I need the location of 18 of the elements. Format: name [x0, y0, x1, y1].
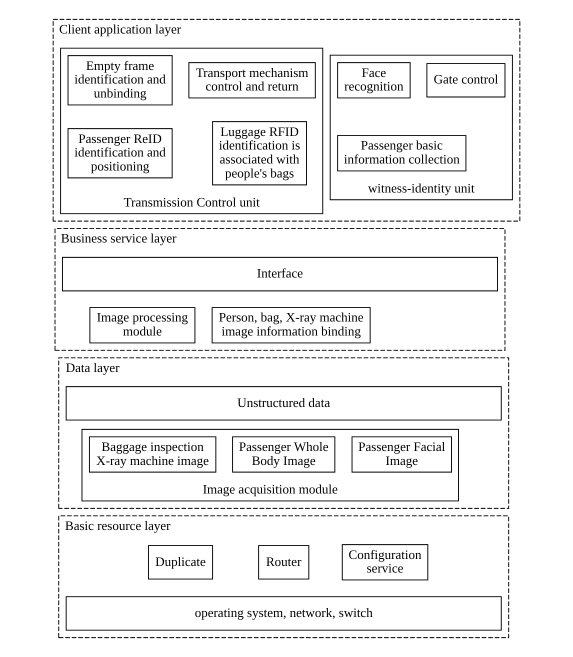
node-box: Transport mechanism control and return	[188, 62, 316, 98]
node-box: Image processing module	[89, 307, 196, 344]
node-box: Passenger Facial Image	[352, 436, 452, 473]
node-box: operating system, network, switch	[66, 596, 502, 631]
node-box: Duplicate	[148, 545, 214, 580]
node-box: Passenger ReID identification and positioning	[68, 128, 173, 178]
node-box: Unstructured data	[66, 386, 502, 421]
node-box: Person, bag, X-ray machine image information binding	[212, 307, 371, 344]
node-box: Empty frame identification and unbinding	[68, 55, 173, 106]
node-box: Gate control	[426, 63, 506, 98]
node-box: Luggage RFID identification is associated with people's bags	[212, 121, 307, 186]
node-box: Configuration service	[342, 544, 428, 580]
node-box: Baggage inspection X-ray machine image	[88, 436, 216, 473]
node-box: Router	[258, 545, 310, 580]
node-box: Face recognition	[337, 62, 411, 98]
node-box: Interface	[62, 256, 498, 292]
node-box: Passenger basic information collection	[337, 135, 466, 172]
node-box: Passenger Whole Body Image	[232, 436, 336, 473]
